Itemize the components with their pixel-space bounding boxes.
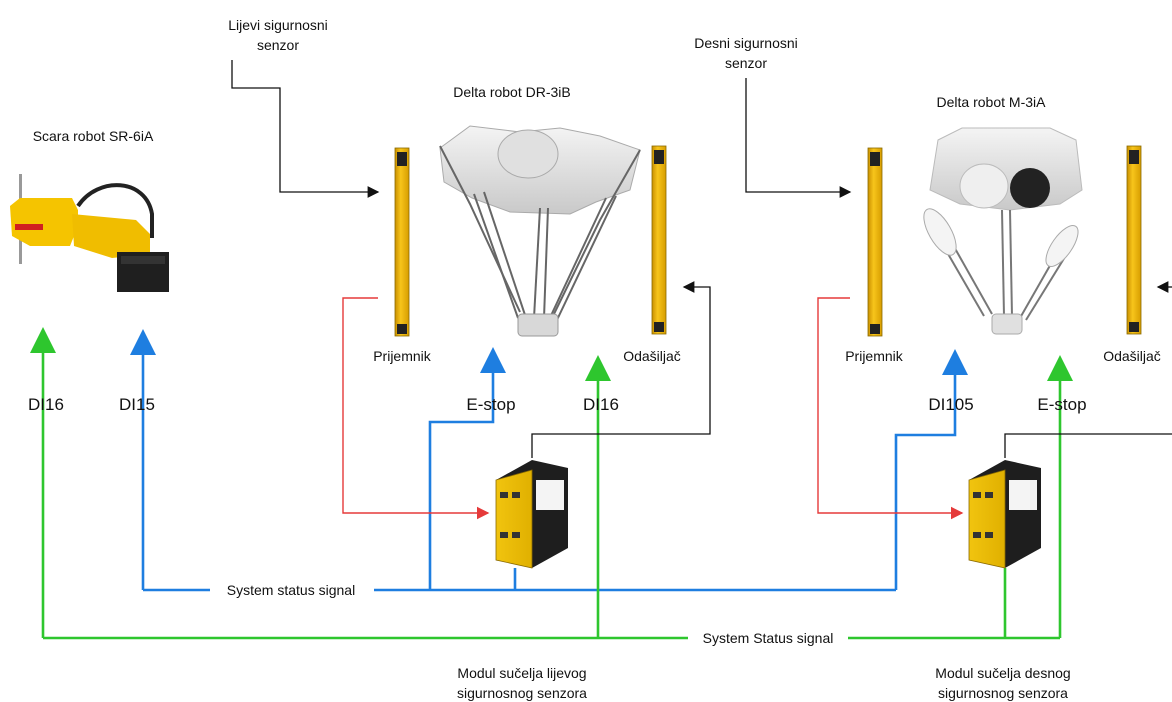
scara-di16-label: DI16	[28, 395, 64, 414]
left-sensor-label-line1: Lijevi sigurnosni	[228, 17, 328, 33]
delta-robot-m3ia-image	[923, 127, 1083, 335]
right-estop-label: E-stop	[1037, 395, 1086, 414]
left-interface-module	[495, 460, 568, 569]
scara-robot-label: Scara robot SR-6iA	[33, 128, 154, 144]
left-transmitter-bar	[651, 145, 667, 335]
left-transmitter-label: Odašiljač	[623, 348, 681, 364]
system-status-blue-label: System status signal	[227, 582, 355, 598]
green-signal-wires	[30, 327, 1073, 640]
right-module-label-line1: Modul sučelja desnog	[935, 665, 1070, 681]
black-wires	[231, 60, 1172, 458]
left-receiver-bar	[394, 147, 410, 337]
right-transmitter-bar	[1126, 145, 1142, 335]
right-receiver-bar	[867, 147, 883, 337]
right-transmitter-label: Odašiljač	[1103, 348, 1161, 364]
system-status-green-label: System Status signal	[703, 630, 834, 646]
left-receiver-label: Prijemnik	[373, 348, 432, 364]
left-module-label-line1: Modul sučelja lijevog	[457, 665, 586, 681]
right-receiver-label: Prijemnik	[845, 348, 904, 364]
right-di105-label: DI105	[928, 395, 973, 414]
left-estop-label: E-stop	[466, 395, 515, 414]
right-sensor-label-line1: Desni sigurnosni	[694, 35, 798, 51]
left-di16-label: DI16	[583, 395, 619, 414]
scara-robot-image	[10, 174, 169, 292]
delta-m3ia-label: Delta robot M-3iA	[937, 94, 1047, 110]
delta-dr3ib-label: Delta robot DR-3iB	[453, 84, 571, 100]
red-receiver-wires	[342, 297, 964, 520]
right-interface-module	[968, 460, 1041, 569]
left-module-label-line2: sigurnosnog senzora	[457, 685, 587, 701]
right-module-label-line2: sigurnosnog senzora	[938, 685, 1068, 701]
delta-robot-dr3ib-image	[439, 125, 641, 337]
left-sensor-label-line2: senzor	[257, 37, 299, 53]
right-sensor-label-line2: senzor	[725, 55, 767, 71]
scara-di15-label: DI15	[119, 395, 155, 414]
